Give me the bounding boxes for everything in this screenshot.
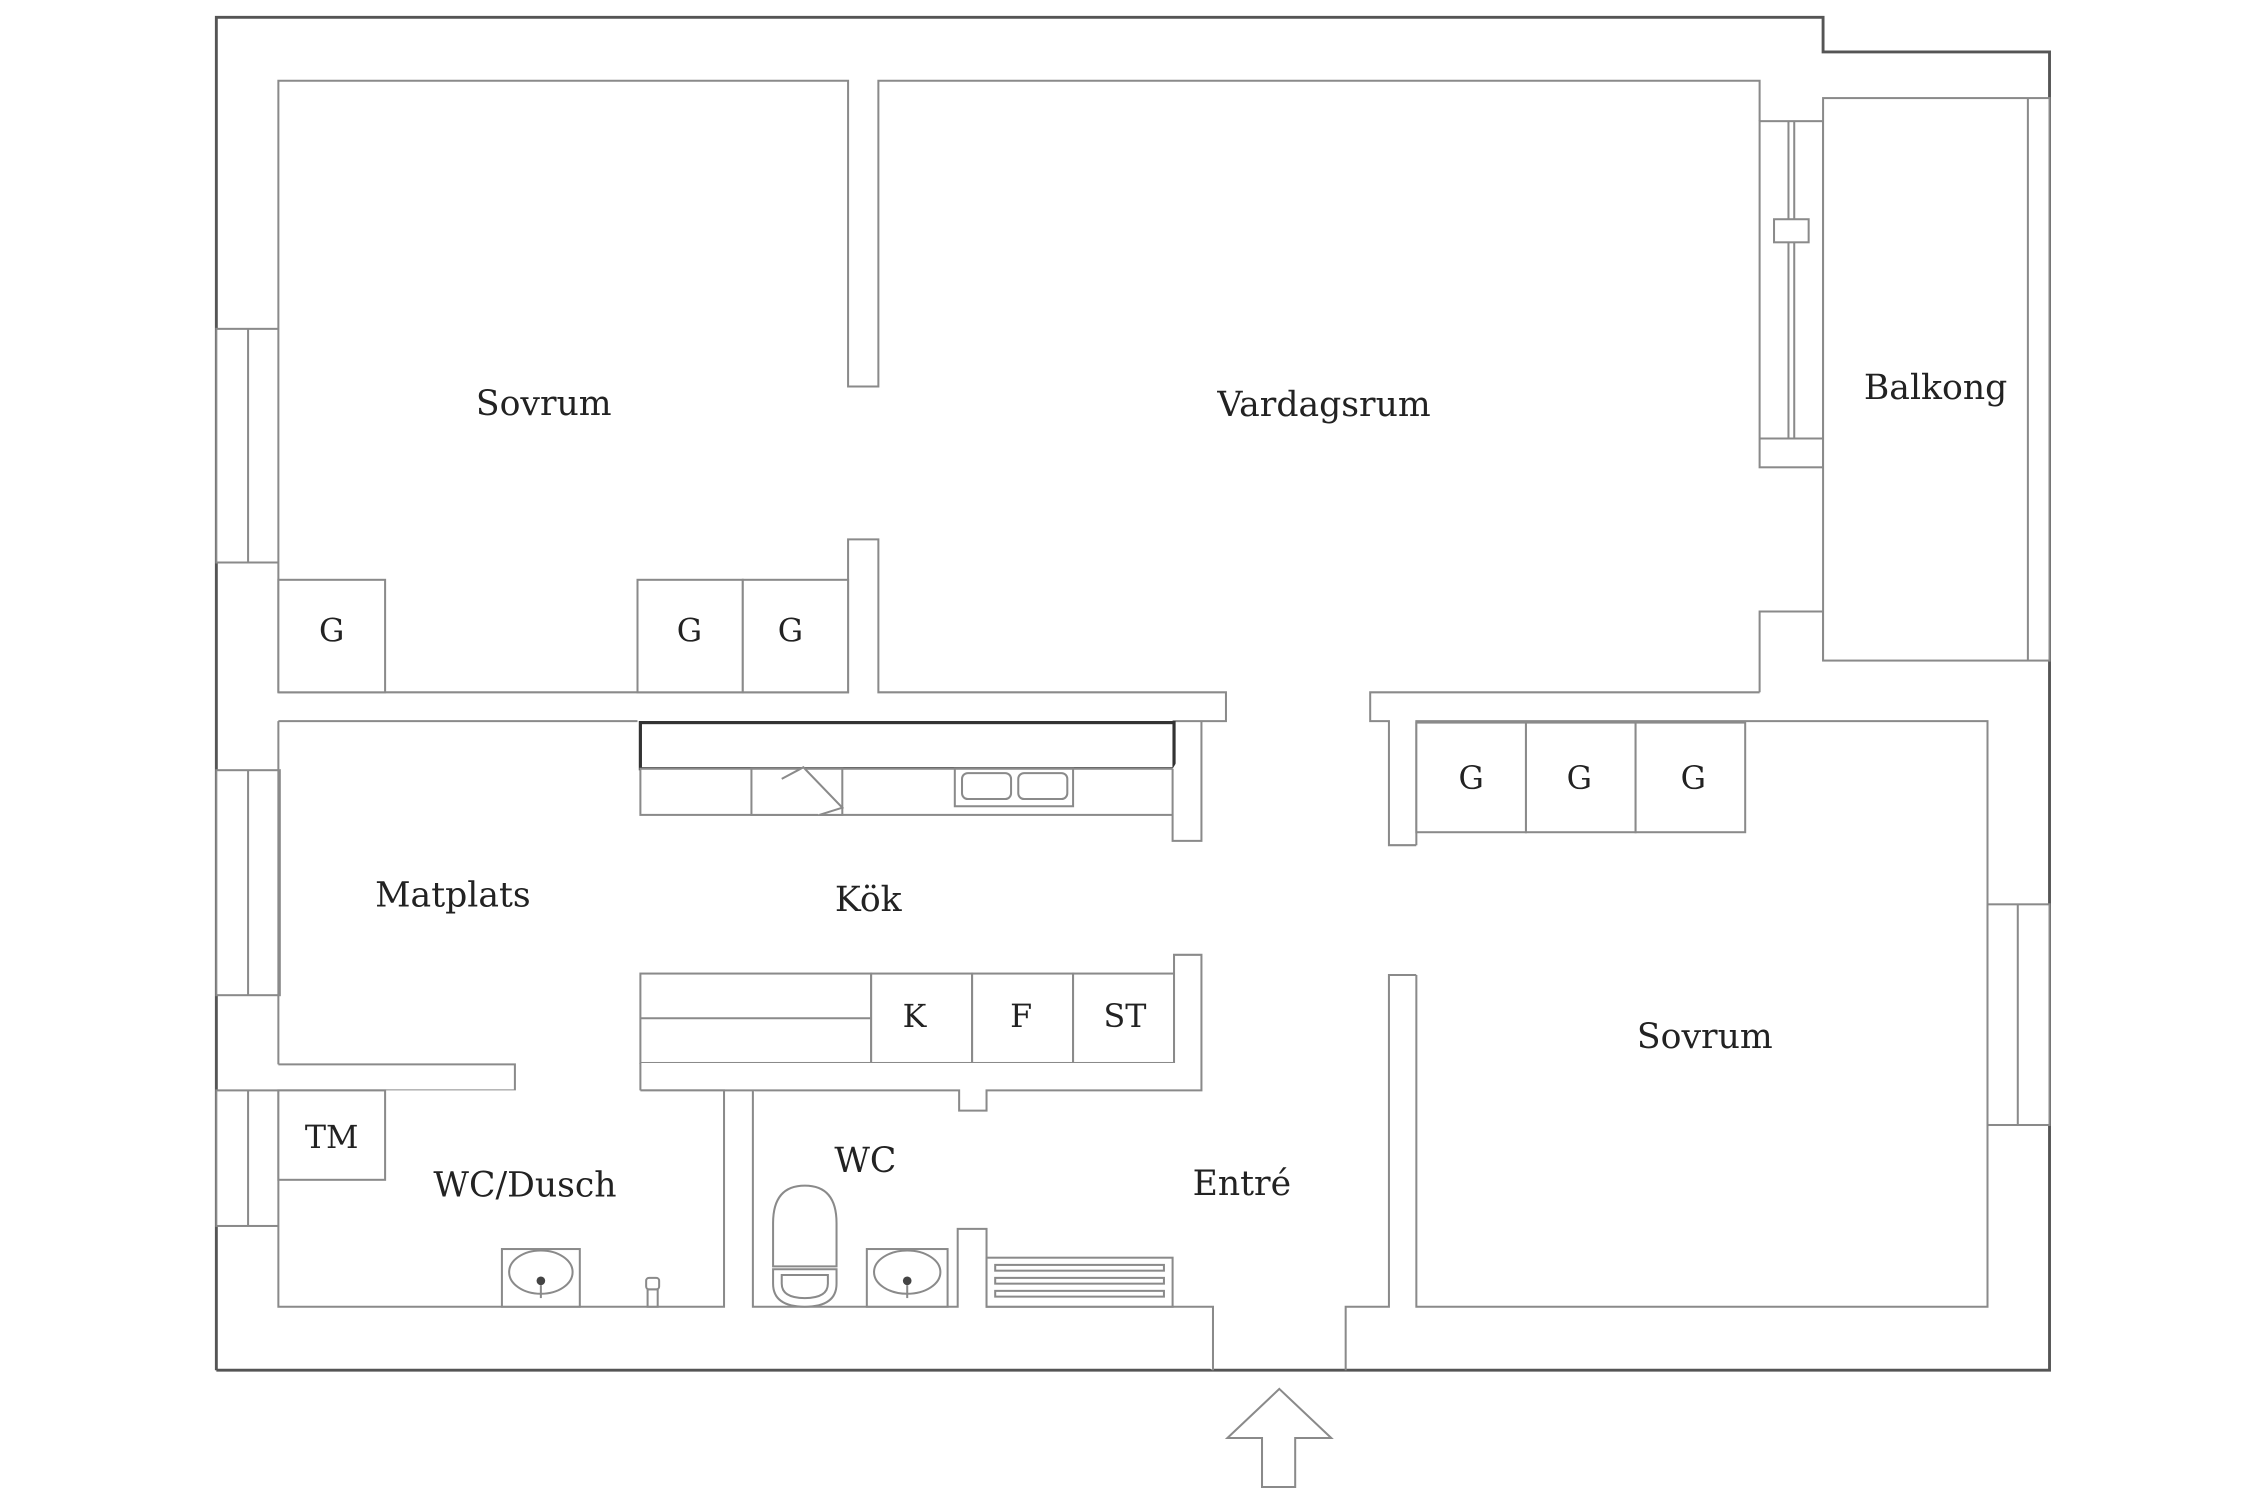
sovrum-top-walls [277, 79, 1761, 693]
sink-icon [865, 1248, 949, 1308]
toilet-icon [772, 1184, 838, 1308]
closet-label-f: F [1010, 999, 1032, 1035]
balcony-door [1758, 120, 1825, 469]
closet-label-g: G [778, 614, 803, 650]
room-label-sovrum-bottom: Sovrum [1637, 1017, 1773, 1057]
window-left-top [215, 327, 281, 564]
closet-label-g: G [1458, 761, 1483, 797]
closet-label-g: G [677, 614, 702, 650]
closet-g-2 [636, 578, 744, 694]
balkong-area [1822, 97, 2051, 662]
room-label-sovrum-top: Sovrum [476, 384, 612, 424]
closet-g-6 [1634, 721, 1747, 834]
outer-wall [214, 15, 2051, 1372]
arrow-up-icon [1224, 1387, 1334, 1489]
kitchen-counter-top [638, 721, 1176, 771]
entre-walls [1344, 973, 1417, 1371]
closet-tm [277, 1089, 387, 1181]
window-left-bottom [215, 1089, 281, 1227]
closet-label-tm: TM [305, 1120, 359, 1156]
closet-label-k: K [903, 999, 928, 1035]
closet-g-4 [1415, 721, 1527, 834]
room-label-kok: Kök [835, 880, 903, 920]
room-label-vardagsrum: Vardagsrum [1216, 385, 1430, 425]
closet-label-st: ST [1104, 999, 1147, 1035]
room-label-wc: WC [834, 1141, 896, 1181]
closet-g-5 [1524, 721, 1637, 834]
closet-g-3 [741, 578, 850, 694]
window-right [1986, 903, 2051, 1127]
closet-label-g: G [319, 614, 344, 650]
sink-icon [953, 767, 1075, 808]
closet-f [971, 972, 1075, 1064]
sink-icon [500, 1248, 581, 1308]
room-label-matplats: Matplats [375, 876, 531, 916]
closet-label-g: G [1681, 761, 1706, 797]
closet-g-1 [277, 578, 387, 694]
room-label-wc-dusch: WC/Dusch [433, 1166, 616, 1206]
wc-dusch-walls [277, 1089, 726, 1308]
room-label-entre: Entré [1193, 1164, 1292, 1204]
room-label-balkong: Balkong [1864, 368, 2007, 408]
shower-icon [645, 1276, 661, 1308]
stove-icon [750, 766, 845, 816]
radiator-icon [985, 1256, 1174, 1308]
window-left-middle [215, 769, 281, 997]
closet-label-g: G [1567, 761, 1592, 797]
